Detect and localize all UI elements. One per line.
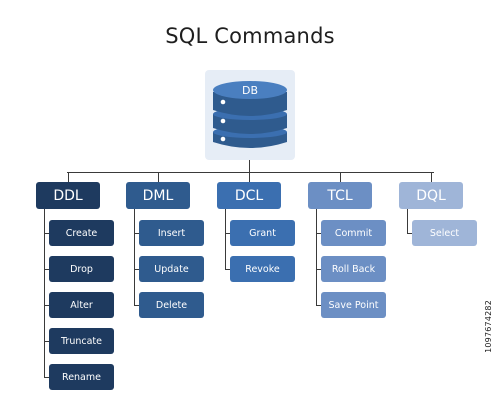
command-revoke: Revoke — [230, 256, 295, 282]
item-tick-line — [316, 233, 321, 234]
item-tick-line — [44, 269, 49, 270]
branch-line — [67, 172, 434, 173]
category-drop-line — [158, 172, 159, 182]
item-tick-line — [44, 377, 49, 378]
item-tick-line — [316, 269, 321, 270]
category-dml: DML — [126, 182, 190, 209]
item-tick-line — [44, 233, 49, 234]
item-tick-line — [134, 305, 139, 306]
command-commit: Commit — [321, 220, 386, 246]
item-tick-line — [44, 305, 49, 306]
item-tick-line — [316, 305, 321, 306]
command-grant: Grant — [230, 220, 295, 246]
item-spine-line — [44, 209, 45, 377]
category-dql: DQL — [399, 182, 463, 209]
category-drop-line — [431, 172, 432, 182]
category-dcl: DCL — [217, 182, 281, 209]
item-spine-line — [134, 209, 135, 305]
category-drop-line — [249, 172, 250, 182]
database-node: DB — [205, 70, 295, 160]
category-drop-line — [68, 172, 69, 182]
command-create: Create — [49, 220, 114, 246]
item-spine-line — [316, 209, 317, 305]
item-tick-line — [134, 269, 139, 270]
item-spine-line — [225, 209, 226, 269]
category-tcl: TCL — [308, 182, 372, 209]
command-truncate: Truncate — [49, 328, 114, 354]
command-insert: Insert — [139, 220, 204, 246]
item-tick-line — [44, 341, 49, 342]
category-ddl: DDL — [36, 182, 100, 209]
item-tick-line — [407, 233, 412, 234]
item-tick-line — [225, 233, 230, 234]
item-tick-line — [225, 269, 230, 270]
category-drop-line — [340, 172, 341, 182]
item-tick-line — [134, 233, 139, 234]
diagram-title: SQL Commands — [165, 24, 335, 48]
command-save-point: Save Point — [321, 292, 386, 318]
trunk-line — [249, 160, 250, 172]
command-select: Select — [412, 220, 477, 246]
command-update: Update — [139, 256, 204, 282]
command-drop: Drop — [49, 256, 114, 282]
command-delete: Delete — [139, 292, 204, 318]
database-label: DB — [242, 84, 258, 97]
command-roll-back: Roll Back — [321, 256, 386, 282]
command-alter: Alter — [49, 292, 114, 318]
item-spine-line — [407, 209, 408, 233]
database-icon: DB — [213, 81, 287, 148]
watermark-id: 1097674282 — [484, 300, 493, 353]
command-rename: Rename — [49, 364, 114, 390]
